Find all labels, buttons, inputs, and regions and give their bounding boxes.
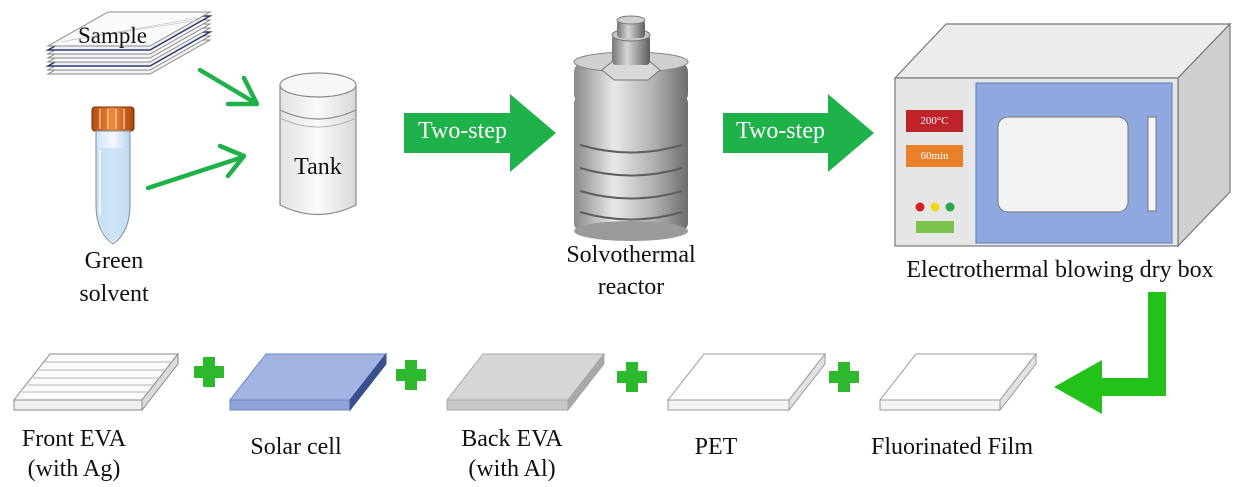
reactor-label-line2: reactor [597,274,665,300]
plus-sign-1 [194,357,224,387]
layer-label-pet: PET [694,434,738,460]
layer-label-back-eva-line2: (with Al) [468,456,556,482]
step-arrow-1 [404,94,556,172]
sample-label: Sample [78,23,147,48]
input-arrows [145,67,260,191]
layer-pet [666,352,827,412]
green-solvent-label-line2: solvent [79,281,149,307]
tank [279,72,357,216]
temperature-display: 200°C [920,115,949,127]
green-solvent-label-line1: Green [84,248,144,274]
layer-label-front-eva-line1: Front EVA [21,426,127,452]
plus-sign-2 [396,360,426,390]
layer-back-eva [445,352,606,412]
layer-label-front-eva-line2: (with Ag) [27,456,121,482]
layer-label-solar-cell: Solar cell [250,434,342,460]
time-display: 60min [920,150,949,162]
layer-label-fluorinated-film: Fluorinated Film [871,434,1033,460]
dry-box [893,22,1232,248]
layer-label-back-eva-line1: Back EVA [461,426,563,452]
layer-front-eva [12,352,180,412]
layer-fluorinated-film [878,352,1038,412]
dry-box-label: Electrothermal blowing dry box [906,257,1214,283]
solvothermal-reactor [573,15,689,241]
solvent-tube [91,106,135,245]
step-arrow-2 [723,94,874,172]
step-arrow-1-label: Two-step [418,118,507,144]
plus-sign-3 [617,362,647,392]
tank-label: Tank [294,154,342,180]
sample-stack [45,11,213,75]
plus-sign-4 [829,362,859,392]
step-arrow-2-label: Two-step [736,118,825,144]
return-arrow [1054,292,1166,414]
layer-solar-cell [228,352,388,412]
reactor-label-line1: Solvothermal [566,242,696,268]
